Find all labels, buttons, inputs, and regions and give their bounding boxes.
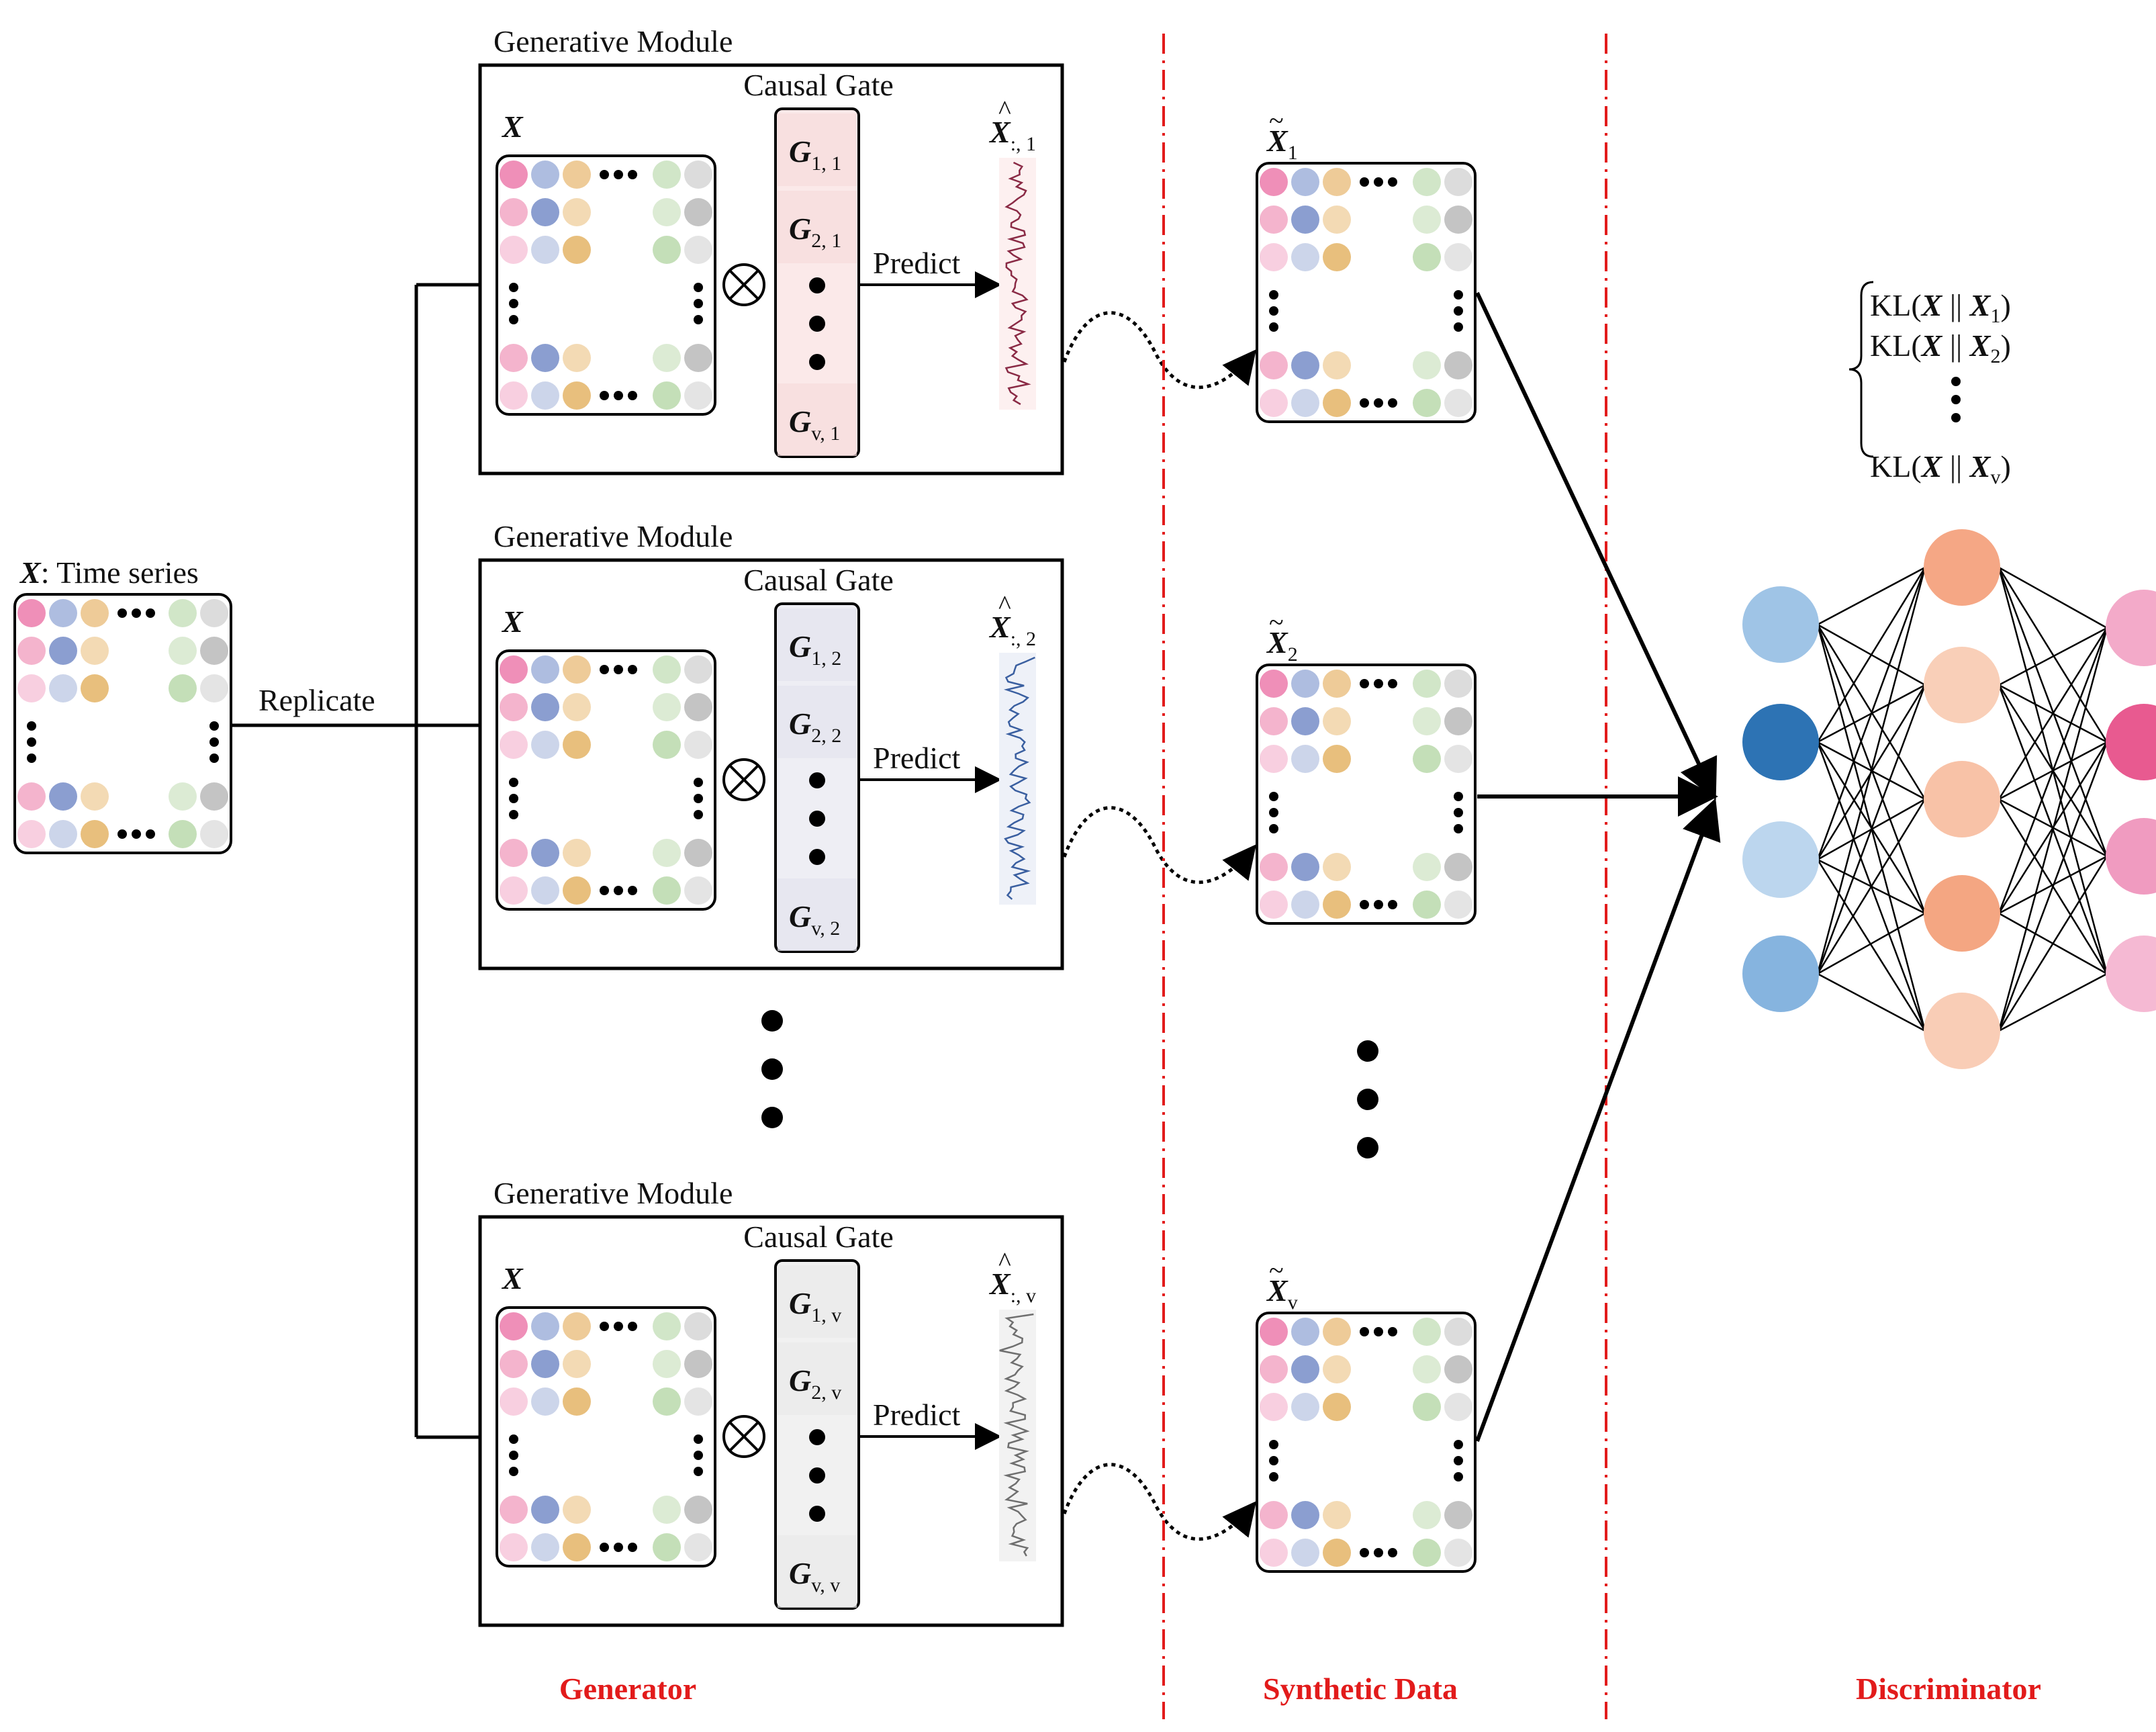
- gate-cell-label: G1, v: [789, 1286, 841, 1326]
- network-edges: [1816, 566, 2108, 1032]
- hidden-neuron: [1924, 875, 2000, 952]
- gate-cell-label: G1, 2: [789, 629, 841, 670]
- predict-label: Predict: [873, 246, 961, 280]
- synthetic-sample-1: X1~: [1256, 105, 1477, 423]
- hidden-neuron: [1924, 529, 2000, 606]
- kl-divergence-line: KL(X || Xv): [1870, 449, 2011, 488]
- hidden-neuron: [1924, 647, 2000, 723]
- output-neuron: [2106, 818, 2156, 895]
- generation-flow-arrow: [1062, 311, 1257, 390]
- matrix-grid: [496, 649, 716, 911]
- hat-accent: ^: [998, 590, 1011, 620]
- gate-cell-label: G2, v: [789, 1363, 841, 1404]
- synthetic-label: Xv: [1266, 1273, 1298, 1314]
- causal-gate-column: G1, v G2, v Gv, v: [774, 1259, 860, 1610]
- matrix-grid: [496, 1306, 716, 1567]
- causal-gate-title: Causal Gate: [743, 68, 894, 102]
- kl-divergence-line: KL(X || X2): [1870, 328, 2011, 367]
- predicted-series: [999, 653, 1036, 905]
- synthetic-label: X2: [1266, 625, 1298, 666]
- predicted-output-label: X:, v: [988, 1267, 1036, 1307]
- output-neuron: [2106, 936, 2156, 1012]
- tilde-accent: ~: [1269, 1255, 1284, 1285]
- input-neuron: [1742, 586, 1819, 663]
- hat-accent: ^: [998, 95, 1011, 125]
- module-x-label: X: [501, 1261, 524, 1295]
- tilde-accent: ~: [1269, 607, 1284, 637]
- input-time-series: X: Time series: [13, 555, 232, 854]
- synthetic-sample-3: Xv~: [1256, 1255, 1477, 1573]
- section-label-synthetic: Synthetic Data: [1263, 1672, 1458, 1706]
- section-label-generator: Generator: [559, 1672, 696, 1706]
- predicted-output-label: X:, 2: [988, 610, 1036, 650]
- hidden-neuron: [1924, 761, 2000, 837]
- tilde-accent: ~: [1269, 105, 1284, 136]
- predict-label: Predict: [873, 1398, 961, 1432]
- replicate-label: Replicate: [259, 683, 375, 717]
- kl-divergence-line: KL(X || X1): [1870, 288, 2011, 327]
- predicted-series: [999, 158, 1036, 410]
- matrix-grid: [1256, 162, 1477, 423]
- elementwise-product-icon: [722, 263, 765, 306]
- hat-accent: ^: [998, 1246, 1011, 1277]
- discriminator-arrows: [1475, 291, 1721, 1443]
- synthetic-label: X1: [1266, 124, 1298, 164]
- hidden-neuron: [1924, 993, 2000, 1069]
- matrix-grid: [1256, 664, 1477, 925]
- matrix-grid: [1256, 1312, 1477, 1573]
- gate-cell-label: G2, 1: [789, 212, 841, 252]
- gate-cell-label: Gv, v: [789, 1556, 840, 1596]
- replicate-connector: Replicate: [232, 283, 482, 1439]
- input-neuron: [1742, 821, 1819, 898]
- synthetic-sample-2: X2~: [1256, 607, 1477, 925]
- matrix-grid: [13, 593, 232, 854]
- discriminator-network: [1742, 529, 2156, 1069]
- modules-ellipsis: [761, 1010, 783, 1128]
- elementwise-product-icon: [722, 758, 765, 801]
- causal-gate-title: Causal Gate: [743, 1220, 894, 1254]
- generation-flow-arrow: [1062, 806, 1257, 884]
- input-neuron: [1742, 704, 1819, 780]
- gate-cell-label: Gv, 1: [789, 404, 840, 445]
- kl-divergence-list: KL(X || X1)KL(X || X2) KL(X || Xv): [1848, 281, 2011, 488]
- causal-gate-column: G1, 2 G2, 2 Gv, 2: [774, 602, 860, 953]
- input-grid: [13, 593, 232, 854]
- module-title: Generative Module: [494, 1176, 733, 1210]
- module-x-label: X: [501, 109, 524, 144]
- gate-cell-label: G1, 1: [789, 134, 841, 175]
- generation-flow-arrow: [1062, 1463, 1257, 1541]
- predicted-output-label: X:, 1: [988, 115, 1036, 155]
- module-x-label: X: [501, 604, 524, 639]
- module-title: Generative Module: [494, 519, 733, 553]
- synthetic-data: X1~X2~Xv~: [1256, 105, 1477, 1573]
- section-label-discriminator: Discriminator: [1856, 1672, 2041, 1706]
- module-title: Generative Module: [494, 24, 733, 58]
- predict-label: Predict: [873, 741, 961, 775]
- gate-cell-label: G2, 2: [789, 707, 841, 747]
- input-label: X: Time series: [19, 555, 199, 590]
- elementwise-product-icon: [722, 1415, 765, 1458]
- output-neuron: [2106, 590, 2156, 666]
- predicted-series: [999, 1310, 1036, 1561]
- synthetic-ellipsis: [1357, 1040, 1378, 1158]
- output-neuron: [2106, 704, 2156, 780]
- causal-gate-column: G1, 1 G2, 1 Gv, 1: [774, 107, 860, 458]
- input-neuron: [1742, 936, 1819, 1012]
- matrix-grid: [496, 154, 716, 416]
- gate-cell-label: Gv, 2: [789, 899, 840, 940]
- causal-gate-title: Causal Gate: [743, 563, 894, 597]
